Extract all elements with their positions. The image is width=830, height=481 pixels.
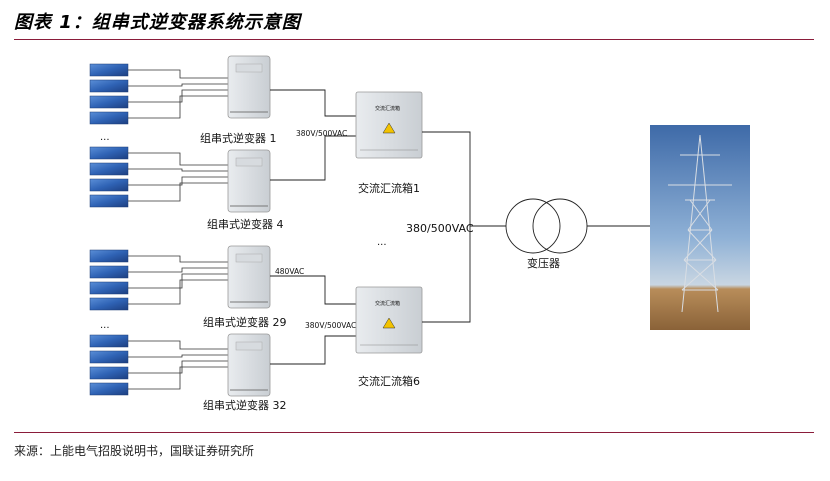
- pv-panel: [89, 297, 129, 311]
- combiner-box-6: 交流汇流箱: [355, 286, 423, 354]
- pv-panel: [89, 146, 129, 160]
- combiner-label-1: 交流汇流箱1: [358, 181, 420, 195]
- pv-panel: [89, 63, 129, 77]
- inverter-label-4: 组串式逆变器 4: [207, 217, 284, 231]
- pv-panel: [89, 334, 129, 348]
- inverter-1: [227, 55, 271, 119]
- pv-panel: [89, 79, 129, 93]
- pv-panel: [89, 111, 129, 125]
- inverter-label-29: 组串式逆变器 29: [203, 315, 287, 329]
- transformer-label: 变压器: [527, 256, 560, 270]
- title-divider: [14, 39, 814, 40]
- wire-inv4-combiner1: [270, 135, 358, 181]
- pv-array-group-1: [89, 63, 228, 125]
- inverter-label-1: 组串式逆变器 1: [200, 131, 277, 145]
- transformer-icon: [505, 198, 588, 254]
- pv-panel: [89, 265, 129, 279]
- voltage-label-inverter-a: 380V/500VAC: [296, 129, 347, 138]
- pv-array-group-2: [89, 146, 228, 208]
- combiner-box-1: 交流汇流箱: [355, 91, 423, 159]
- combiner-panel-text-6: 交流汇流箱: [375, 300, 400, 307]
- pv-panel: [89, 95, 129, 109]
- pv-array-group-4: [89, 334, 228, 396]
- pv-panel: [89, 281, 129, 295]
- voltage-label-combiner-output: 380/500VAC: [406, 222, 474, 235]
- voltage-label-inverter-c: 380V/500VAC: [305, 321, 356, 330]
- pv-ellipsis-1: ...: [100, 132, 110, 143]
- wire-inv32-combiner6: [270, 335, 358, 365]
- pv-panel: [89, 366, 129, 380]
- transmission-tower-image: [650, 125, 750, 330]
- pv-panel: [89, 249, 129, 263]
- pv-panel: [89, 194, 129, 208]
- pv-array-group-3: [89, 249, 228, 311]
- figure-source: 来源：上能电气招股说明书，国联证券研究所: [14, 444, 255, 458]
- pv-panel: [89, 382, 129, 396]
- pv-panel: [89, 178, 129, 192]
- wire-combiner1-bus: [422, 131, 471, 323]
- pv-panel: [89, 350, 129, 364]
- source-divider: [14, 432, 814, 433]
- combiner-label-6: 交流汇流箱6: [358, 374, 420, 388]
- figure-title: 图表 1：组串式逆变器系统示意图: [14, 12, 301, 33]
- wire-inv29-combiner6: [270, 275, 358, 305]
- warning-icon: [382, 317, 396, 329]
- voltage-label-inverter-b: 480VAC: [275, 267, 304, 276]
- warning-icon: [382, 122, 396, 134]
- inverter-4: [227, 149, 271, 213]
- pv-panel: [89, 162, 129, 176]
- inverter-29: [227, 245, 271, 309]
- combiner-panel-text-1: 交流汇流箱: [375, 105, 400, 112]
- pv-ellipsis-2: ...: [100, 320, 110, 331]
- wire-inv1-combiner1: [270, 89, 358, 117]
- inverter-32: [227, 333, 271, 397]
- combiner-ellipsis: ...: [377, 237, 387, 248]
- inverter-label-32: 组串式逆变器 32: [203, 398, 287, 412]
